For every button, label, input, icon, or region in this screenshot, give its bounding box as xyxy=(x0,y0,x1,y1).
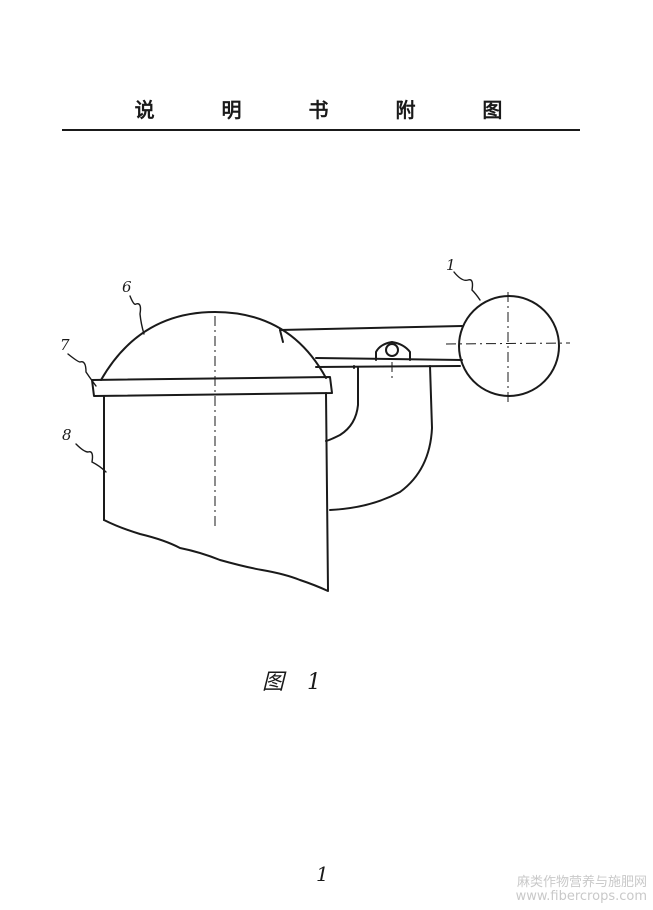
ball-centerline-horizontal xyxy=(445,342,571,345)
callout-7: 7 xyxy=(60,336,70,354)
lid-plate xyxy=(91,376,333,397)
figure-caption: 图 1 xyxy=(262,670,329,695)
hinge-pin xyxy=(385,343,399,357)
pipe-outer xyxy=(329,365,433,511)
watermark: 麻类作物营养与施肥网 www.fibercrops.com xyxy=(516,876,647,904)
hinge-bracket xyxy=(375,341,411,361)
float-ball xyxy=(458,295,560,397)
upper-arm-stub xyxy=(279,329,284,343)
callout-6: 6 xyxy=(122,278,132,296)
pipe-inner xyxy=(325,367,359,442)
leader-1 xyxy=(453,271,481,301)
leader-7 xyxy=(67,353,97,387)
tank-right-wall xyxy=(325,392,329,591)
upper-arm xyxy=(279,325,463,331)
lower-bar-bottom xyxy=(315,365,461,368)
title-rule xyxy=(62,129,580,131)
dome-cover xyxy=(100,311,327,381)
leader-6 xyxy=(129,295,145,335)
leader-8 xyxy=(75,443,107,473)
tank-torn-bottom xyxy=(103,519,329,592)
watermark-site-name: 麻类作物营养与施肥网 xyxy=(516,875,647,890)
callout-8: 8 xyxy=(62,426,72,444)
callout-1: 1 xyxy=(446,256,456,274)
page-title: 说 明 书 附 图 xyxy=(134,98,533,122)
watermark-url: www.fibercrops.com xyxy=(515,889,647,904)
page-number: 1 xyxy=(316,862,329,886)
lower-bar xyxy=(315,357,463,361)
